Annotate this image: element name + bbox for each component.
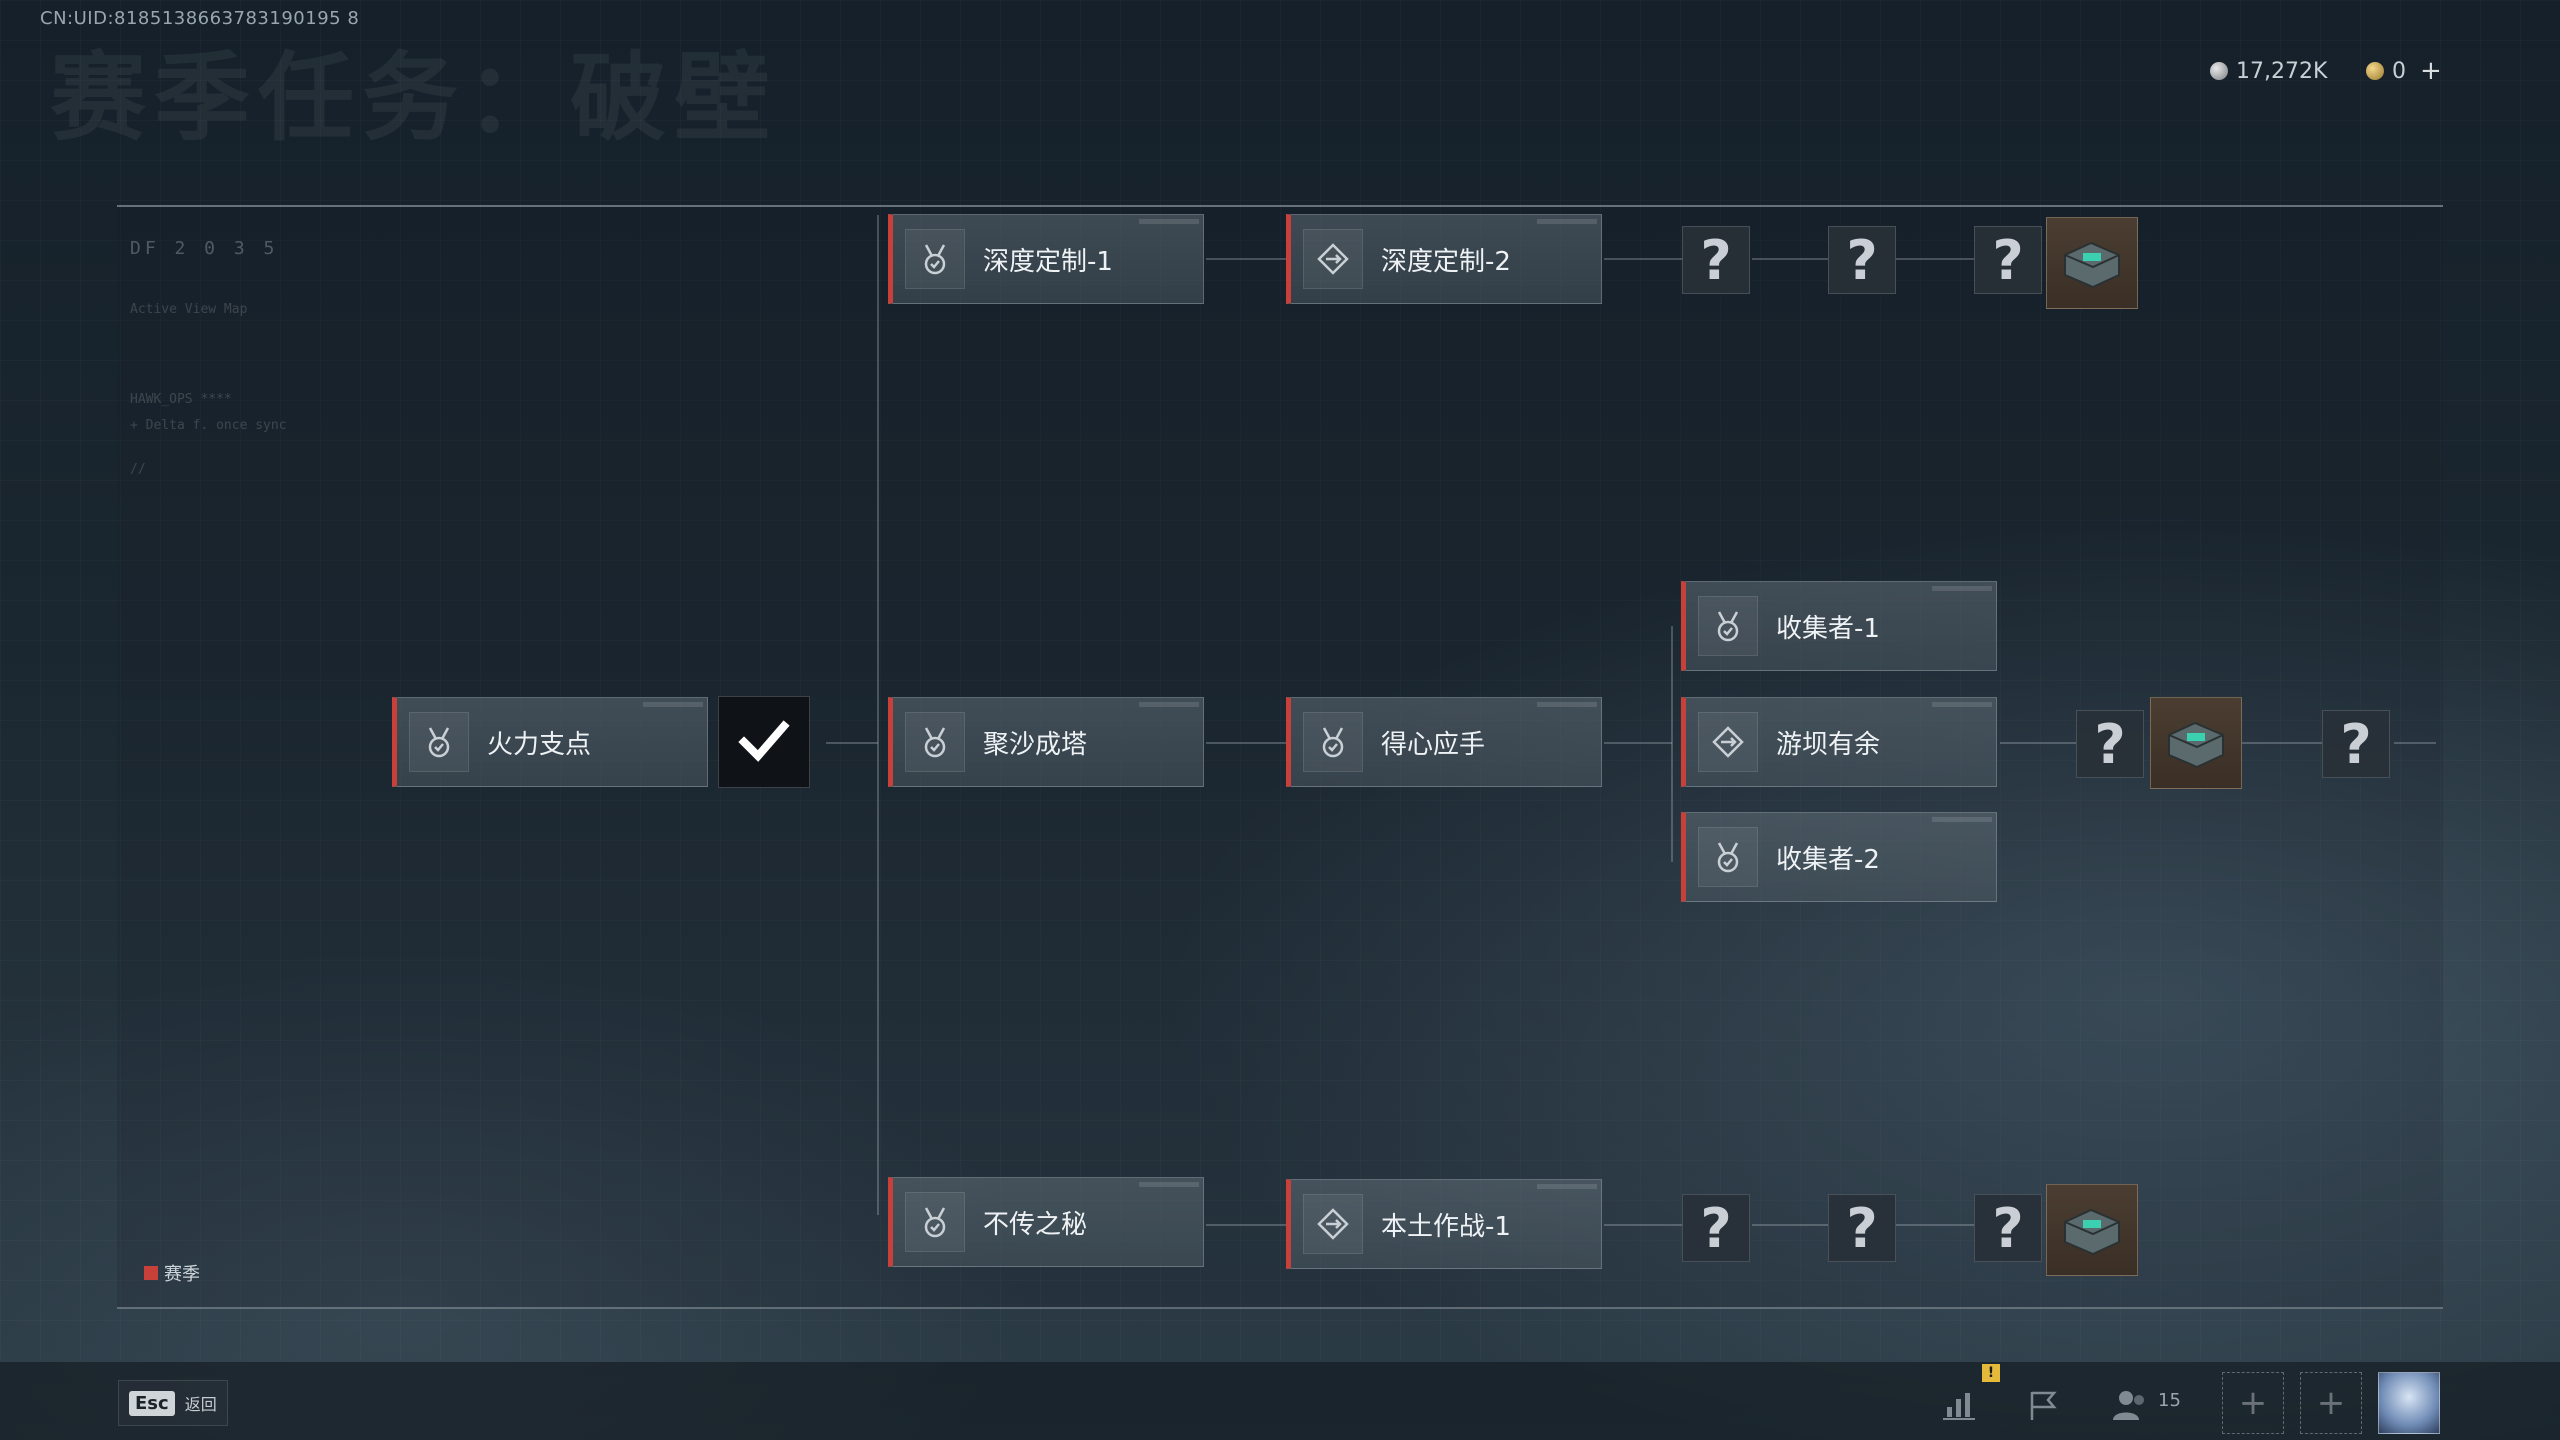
trunk-line	[877, 215, 879, 1215]
bottom-bar	[0, 1362, 2560, 1440]
connector	[1206, 1224, 1286, 1226]
connector	[1604, 742, 1672, 744]
connector	[1896, 1224, 1974, 1226]
friend-count: 15	[2158, 1390, 2181, 1411]
connector	[1604, 258, 1684, 260]
connector	[1752, 258, 1828, 260]
medal-icon	[409, 712, 469, 772]
silver-coin-icon	[2210, 62, 2228, 80]
reward-crate[interactable]	[2150, 697, 2242, 789]
hud-text-3: + Delta f. once sync	[130, 418, 287, 433]
map-legend: 赛季	[144, 1260, 200, 1286]
medal-icon	[1698, 827, 1758, 887]
task-node-deep-custom-1[interactable]: 深度定制-1	[888, 214, 1204, 304]
season-color-swatch	[144, 1266, 158, 1280]
silver-amount: 17,272K	[2236, 58, 2328, 84]
unknown-task-slot[interactable]: ?	[1682, 226, 1750, 294]
unknown-task-slot[interactable]: ?	[1974, 1194, 2042, 1262]
friends-icon[interactable]	[2108, 1382, 2154, 1428]
hud-text-1: Active View Map	[130, 302, 248, 317]
gold-coin-icon	[2366, 62, 2384, 80]
stats-icon[interactable]	[1936, 1382, 1982, 1428]
ammo-crate-icon	[2064, 1208, 2120, 1256]
medal-icon	[1303, 712, 1363, 772]
connector	[1206, 742, 1286, 744]
gold-currency[interactable]: 0 +	[2366, 56, 2442, 86]
task-node-label: 深度定制-1	[983, 246, 1113, 277]
connector	[826, 742, 878, 744]
warning-badge: !	[1982, 1364, 2000, 1382]
hud-text-2: HAWK_OPS ****	[130, 392, 232, 407]
medal-icon	[905, 1192, 965, 1252]
back-button[interactable]: Esc 返回	[118, 1380, 228, 1426]
reward-crate[interactable]	[2046, 1184, 2138, 1276]
connector	[1206, 258, 1286, 260]
branch-line	[1671, 626, 1673, 862]
legend-label: 赛季	[164, 1264, 200, 1285]
connector	[2242, 742, 2322, 744]
connector	[1896, 258, 1974, 260]
player-uid: CN:UID:8185138663783190195 8	[40, 8, 360, 29]
diamond-arrow-icon	[1303, 229, 1363, 289]
add-currency-icon[interactable]: +	[2420, 56, 2442, 86]
diamond-arrow-icon	[1303, 1194, 1363, 1254]
task-node-handy[interactable]: 得心应手	[1286, 697, 1602, 787]
task-node-label: 游坝有余	[1776, 729, 1881, 760]
task-node-label: 收集者-2	[1776, 844, 1880, 875]
task-node-sand-tower[interactable]: 聚沙成塔	[888, 697, 1204, 787]
ammo-crate-icon	[2064, 241, 2120, 289]
medal-icon	[905, 229, 965, 289]
unknown-task-slot[interactable]: ?	[1682, 1194, 1750, 1262]
reward-crate[interactable]	[2046, 217, 2138, 309]
flag-icon[interactable]	[2020, 1382, 2066, 1428]
connector	[2000, 742, 2076, 744]
unknown-task-slot[interactable]: ?	[2322, 710, 2390, 778]
task-node-secret[interactable]: 不传之秘	[888, 1177, 1204, 1267]
esc-key: Esc	[129, 1390, 175, 1416]
task-node-label: 深度定制-2	[1381, 246, 1511, 277]
task-node-deep-custom-2[interactable]: 深度定制-2	[1286, 214, 1602, 304]
task-node-label: 本土作战-1	[1381, 1211, 1511, 1242]
medal-icon	[905, 712, 965, 772]
task-node-local-ops-1[interactable]: 本土作战-1	[1286, 1179, 1602, 1269]
ammo-crate-icon	[2168, 721, 2224, 769]
back-label: 返回	[184, 1395, 217, 1414]
task-node-collector-2[interactable]: 收集者-2	[1681, 812, 1997, 902]
add-party-slot[interactable]: +	[2300, 1372, 2362, 1434]
checkmark-icon	[738, 720, 790, 762]
connector	[1604, 1224, 1684, 1226]
unknown-task-slot[interactable]: ?	[1974, 226, 2042, 294]
silver-currency: 17,272K	[2210, 56, 2327, 86]
unknown-task-slot[interactable]: ?	[1828, 226, 1896, 294]
task-node-dam-spare[interactable]: 游坝有余	[1681, 697, 1997, 787]
task-node-label: 不传之秘	[983, 1209, 1088, 1240]
task-node-label: 聚沙成塔	[983, 729, 1088, 760]
task-node-label: 火力支点	[487, 729, 592, 760]
hud-text-4: //	[130, 462, 146, 477]
player-avatar[interactable]	[2378, 1372, 2440, 1434]
task-node-label: 收集者-1	[1776, 613, 1880, 644]
diamond-arrow-icon	[1698, 712, 1758, 772]
task-node-fire-support[interactable]: 火力支点	[392, 697, 708, 787]
unknown-task-slot[interactable]: ?	[1828, 1194, 1896, 1262]
df-tag: DF 2 0 3 5	[130, 238, 279, 259]
task-node-label: 得心应手	[1381, 729, 1486, 760]
task-node-collector-1[interactable]: 收集者-1	[1681, 581, 1997, 671]
unknown-task-slot[interactable]: ?	[2076, 710, 2144, 778]
season-title: 赛季任务：破壁	[50, 42, 778, 154]
connector	[2394, 742, 2436, 744]
task-complete-check	[718, 696, 810, 788]
gold-amount: 0	[2392, 58, 2406, 84]
medal-icon	[1698, 596, 1758, 656]
add-party-slot[interactable]: +	[2222, 1372, 2284, 1434]
connector	[1752, 1224, 1828, 1226]
